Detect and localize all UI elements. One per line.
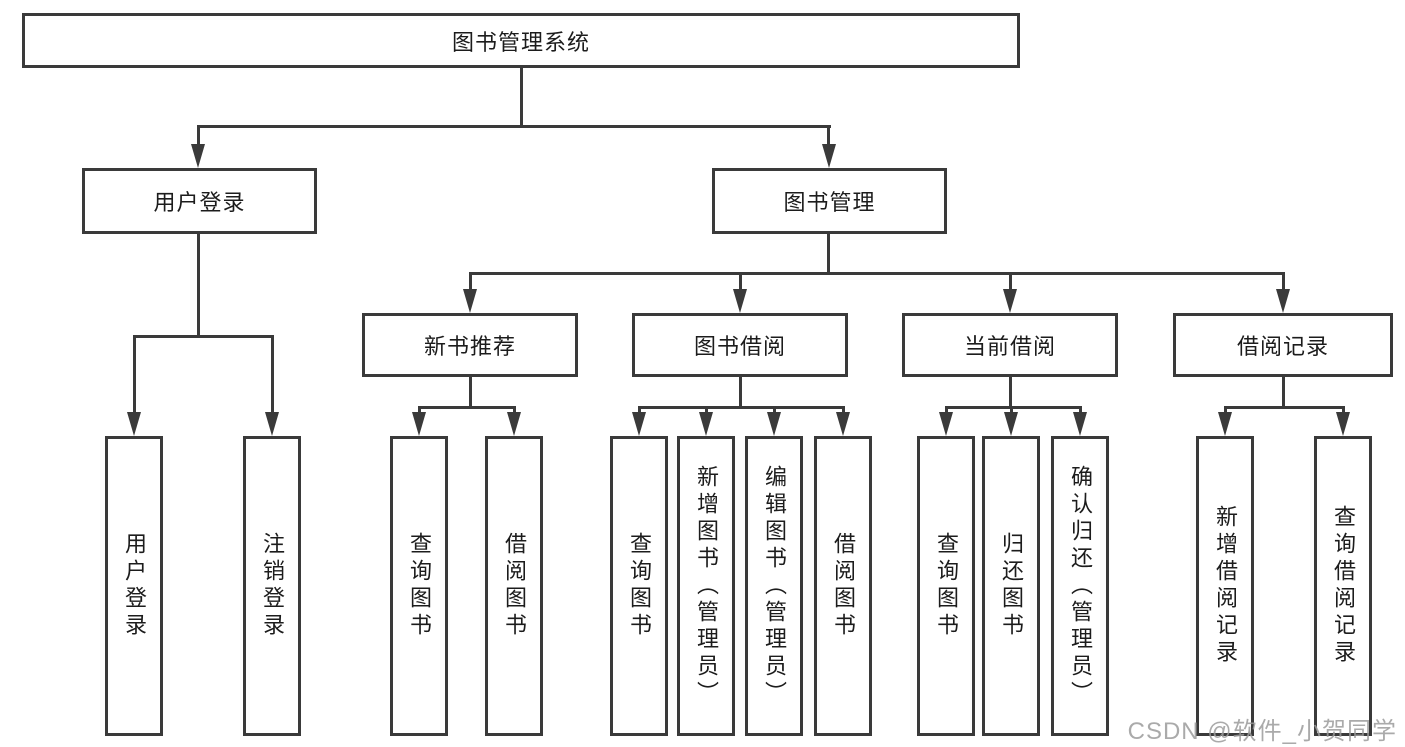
leaf-label: 归还图书	[999, 532, 1024, 640]
arrow-down-icon	[1073, 412, 1087, 436]
leaf-label: 确认归还（管理员）	[1068, 464, 1093, 708]
node-new-book-recommend-label: 新书推荐	[423, 334, 516, 359]
connector-level3-rail	[469, 272, 1285, 275]
node-root-label: 图书管理系统	[451, 29, 590, 55]
connector-drop-leaf	[1010, 406, 1013, 416]
connector-user-login-rail	[133, 335, 274, 338]
node-current-borrow: 当前借阅	[902, 313, 1118, 377]
node-book-borrow: 图书借阅	[632, 313, 848, 377]
arrow-down-icon	[1276, 289, 1290, 313]
arrow-down-icon	[939, 412, 953, 436]
leaf-user-login: 用户登录	[105, 436, 163, 736]
connector-drop-new-book	[469, 272, 472, 292]
leaf-label: 用户登录	[122, 532, 147, 640]
arrow-down-icon	[632, 412, 646, 436]
connector-drop-book-borrow	[739, 272, 742, 292]
node-book-management-label: 图书管理	[783, 190, 876, 215]
leaf-confirm-return-admin: 确认归还（管理员）	[1051, 436, 1109, 736]
leaf-label: 查询图书	[934, 532, 959, 640]
connector-drop-leaf	[638, 406, 641, 416]
node-root: 图书管理系统	[22, 13, 1020, 68]
arrow-down-icon	[463, 289, 477, 313]
leaf-query-books-current: 查询图书	[917, 436, 975, 736]
connector-drop-leaf	[842, 406, 845, 416]
leaf-edit-books-admin: 编辑图书（管理员）	[745, 436, 803, 736]
connector-drop-current-borrow	[1009, 272, 1012, 292]
node-book-management: 图书管理	[712, 168, 947, 234]
connector-level2-rail	[197, 125, 831, 128]
connector-drop-leaf	[513, 406, 516, 416]
connector-drop-leaf	[1224, 406, 1227, 416]
connector-new-book-rail	[418, 406, 516, 409]
arrow-down-icon	[822, 144, 836, 168]
connector-drop-borrow-records	[1282, 272, 1285, 292]
arrow-down-icon	[836, 412, 850, 436]
connector-borrow-records-stub	[1282, 376, 1285, 406]
connector-drop-leaf	[773, 406, 776, 416]
arrow-down-icon	[699, 412, 713, 436]
connector-drop-leaf	[418, 406, 421, 416]
connector-book-management-stub	[827, 233, 830, 272]
arrow-down-icon	[1218, 412, 1232, 436]
connector-new-book-stub	[469, 376, 472, 406]
leaf-query-borrow-record: 查询借阅记录	[1314, 436, 1372, 736]
arrow-down-icon	[1003, 289, 1017, 313]
leaf-label: 新增图书（管理员）	[694, 464, 719, 708]
leaf-add-books-admin: 新增图书（管理员）	[677, 436, 735, 736]
node-borrow-records: 借阅记录	[1173, 313, 1393, 377]
arrow-down-icon	[265, 412, 279, 436]
leaf-label: 查询图书	[407, 532, 432, 640]
leaf-borrow-books: 借阅图书	[814, 436, 872, 736]
leaf-label: 编辑图书（管理员）	[762, 464, 787, 708]
leaf-logout: 注销登录	[243, 436, 301, 736]
node-user-login-label: 用户登录	[153, 190, 246, 215]
leaf-query-books-recommend: 查询图书	[390, 436, 448, 736]
leaf-borrow-books-recommend: 借阅图书	[485, 436, 543, 736]
arrow-down-icon	[767, 412, 781, 436]
leaf-query-books-borrow: 查询图书	[610, 436, 668, 736]
node-new-book-recommend: 新书推荐	[362, 313, 578, 377]
connector-drop-leaf	[705, 406, 708, 416]
connector-drop-leaf	[271, 335, 274, 415]
arrow-down-icon	[507, 412, 521, 436]
leaf-return-books: 归还图书	[982, 436, 1040, 736]
connector-current-borrow-stub	[1009, 376, 1012, 406]
leaf-label: 查询图书	[627, 532, 652, 640]
connector-drop-user-login	[197, 125, 200, 148]
connector-drop-leaf	[133, 335, 136, 415]
connector-book-borrow-stub	[739, 376, 742, 406]
connector-drop-leaf	[1342, 406, 1345, 416]
watermark: CSDN @软件_小贺同学	[1127, 718, 1397, 745]
node-current-borrow-label: 当前借阅	[963, 334, 1056, 359]
arrow-down-icon	[127, 412, 141, 436]
leaf-label: 借阅图书	[831, 532, 856, 640]
connector-borrow-records-rail	[1224, 406, 1345, 409]
connector-drop-leaf	[945, 406, 948, 416]
arrow-down-icon	[733, 289, 747, 313]
connector-current-borrow-rail	[945, 406, 1082, 409]
leaf-label: 新增借阅记录	[1213, 505, 1238, 667]
node-book-borrow-label: 图书借阅	[693, 334, 786, 359]
connector-book-borrow-rail	[638, 406, 845, 409]
connector-user-login-stub	[197, 233, 200, 335]
arrow-down-icon	[412, 412, 426, 436]
arrow-down-icon	[1004, 412, 1018, 436]
leaf-label: 借阅图书	[502, 532, 527, 640]
node-borrow-records-label: 借阅记录	[1236, 334, 1329, 359]
connector-drop-leaf	[1079, 406, 1082, 416]
arrow-down-icon	[191, 144, 205, 168]
leaf-label: 查询借阅记录	[1331, 505, 1356, 667]
connector-drop-book-management	[827, 125, 830, 148]
connector-root-stub	[520, 67, 523, 125]
leaf-label: 注销登录	[260, 532, 285, 640]
leaf-add-borrow-record: 新增借阅记录	[1196, 436, 1254, 736]
node-user-login: 用户登录	[82, 168, 317, 234]
arrow-down-icon	[1336, 412, 1350, 436]
